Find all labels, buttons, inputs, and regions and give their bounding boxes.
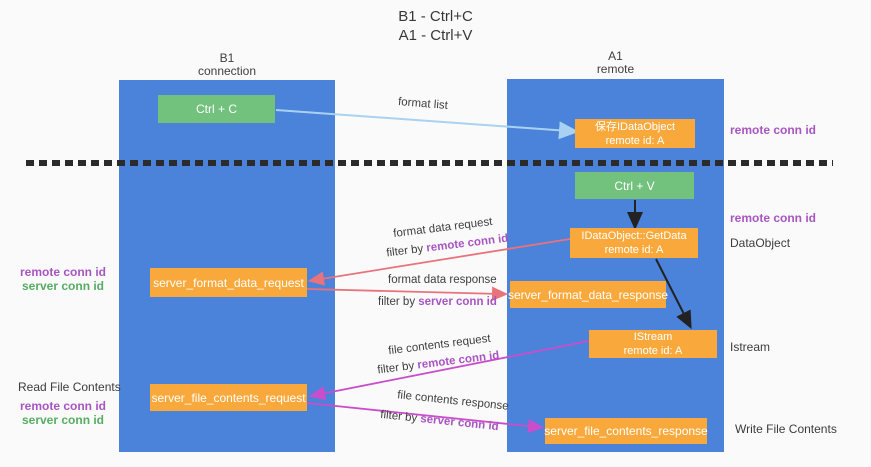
right-istream-label: Istream: [730, 340, 771, 354]
format-data-response-label: format data response: [388, 274, 497, 286]
filter-by-text: filter by: [378, 296, 419, 308]
format-data-response-arrow: [306, 286, 509, 301]
ctrl-c-box: Ctrl + C: [158, 95, 275, 123]
istream-line2: remote id: A: [623, 345, 683, 357]
right-remote-conn-id-mid: remote conn id: [730, 211, 817, 225]
left-server-conn-id-mid: server conn id: [21, 279, 105, 293]
format-data-response-filter-label: filter by server conn id: [378, 296, 497, 308]
left-remote-conn-id-bottom: remote conn id: [19, 399, 106, 413]
lane-header-a1: A1 remote: [507, 50, 724, 76]
format-list-arrow: [275, 109, 579, 140]
istream-line1: IStream: [633, 331, 673, 343]
left-remote-conn-id-mid: remote conn id: [19, 265, 106, 279]
title-line-2: A1 - Ctrl+V: [398, 27, 473, 44]
lane-a1-role: remote: [596, 62, 635, 76]
left-conn-ids-mid: remote conn id server conn id: [15, 265, 111, 293]
read-file-contents-label: Read File Contents: [18, 380, 121, 394]
server-format-data-request-box: server_format_data_request: [150, 268, 307, 297]
server-format-data-request-label: server_format_data_request: [153, 275, 304, 290]
server-format-data-response-label: server_format_data_response: [507, 287, 669, 302]
diagram-title: B1 - Ctrl+C A1 - Ctrl+V: [0, 7, 871, 45]
save-dataobject-line2: remote id: A: [605, 134, 665, 147]
title-line-1: B1 - Ctrl+C: [398, 8, 473, 25]
getdata-line2: remote id: A: [604, 244, 664, 256]
server-file-contents-request-label: server_file_contents_request: [151, 390, 306, 405]
file-contents-request-arrow: [308, 340, 590, 401]
filter-key-server-conn-id: server conn id: [418, 296, 497, 308]
ctrl-v-label: Ctrl + V: [614, 178, 655, 193]
getdata-box: IDataObject::GetData remote id: A: [570, 228, 698, 258]
left-conn-ids-bottom: remote conn id server conn id: [15, 399, 111, 427]
ctrl-c-label: Ctrl + C: [195, 102, 237, 116]
server-file-contents-request-box: server_file_contents_request: [150, 384, 307, 411]
server-file-contents-response-label: server_file_contents_response: [544, 424, 708, 438]
save-dataobject-line1: 保存IDataObject: [594, 120, 676, 133]
format-data-request-arrow: [307, 238, 571, 286]
istream-box: IStream remote id: A: [589, 330, 717, 358]
server-file-contents-response-box: server_file_contents_response: [544, 418, 708, 444]
file-contents-response-arrow: [306, 402, 545, 434]
lane-b1-role: connection: [197, 64, 257, 78]
write-file-contents-label: Write File Contents: [735, 422, 837, 436]
getdata-to-istream-arrow: [655, 258, 692, 330]
getdata-line1: IDataObject::GetData: [581, 230, 687, 242]
right-remote-conn-id-top: remote conn id: [730, 123, 817, 137]
server-format-data-response-box: server_format_data_response: [507, 281, 669, 308]
left-server-conn-id-bottom: server conn id: [21, 413, 105, 427]
save-dataobject-box: 保存IDataObject remote id: A: [575, 119, 695, 148]
lane-b1-name: B1: [219, 51, 235, 65]
lane-a1-name: A1: [608, 49, 623, 63]
lane-header-b1: B1 connection: [119, 52, 335, 78]
ctrl-v-box: Ctrl + V: [575, 172, 694, 199]
right-dataobject-label: DataObject: [730, 236, 791, 250]
